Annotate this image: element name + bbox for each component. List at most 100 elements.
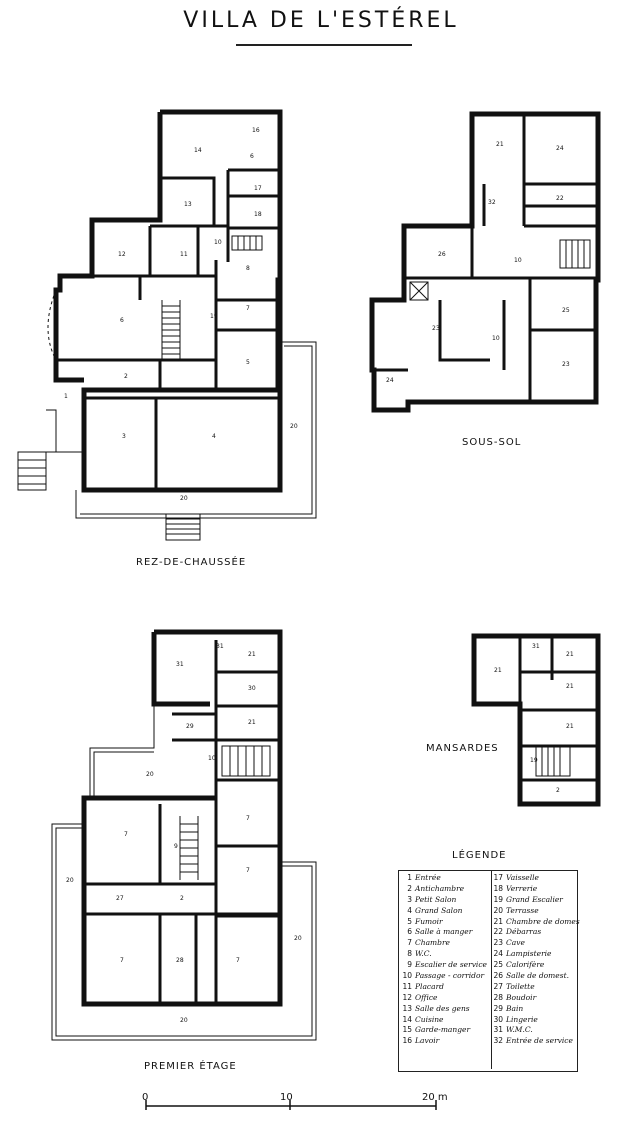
svg-text:7: 7: [236, 957, 240, 964]
svg-text:21: 21: [566, 723, 574, 730]
legend-item-label: Entrée: [415, 873, 441, 882]
legend-item-label: Petit Salon: [415, 894, 457, 904]
first-floor-label: PREMIER ÉTAGE: [144, 1061, 237, 1072]
svg-text:31: 31: [532, 643, 540, 650]
svg-text:8: 8: [246, 265, 250, 272]
svg-text:3: 3: [122, 433, 126, 440]
legend-item-number: 26: [493, 971, 503, 981]
svg-text:23: 23: [562, 361, 570, 368]
legend-item-number: 4: [407, 905, 412, 915]
legend-item-label: Terrasse: [506, 905, 539, 915]
legend-item-label: Cuisine: [415, 1014, 444, 1024]
legend-item-number: 1: [407, 873, 412, 882]
ground-floor-plan: [17, 109, 317, 541]
legend-item-number: 7: [407, 938, 412, 948]
svg-text:10: 10: [208, 755, 216, 762]
legend-item-number: 28: [493, 992, 503, 1002]
svg-text:11: 11: [180, 251, 188, 258]
legend-item-label: W.M.C.: [506, 1025, 533, 1035]
svg-text:21: 21: [494, 667, 502, 674]
svg-text:7: 7: [246, 867, 250, 874]
legend-item-number: 17: [493, 873, 503, 882]
svg-text:26: 26: [438, 251, 446, 258]
legend-item-number: 22: [493, 927, 503, 937]
legend-item-number: 20: [493, 905, 503, 915]
legend-item-label: Lavoir: [415, 1036, 440, 1046]
legend-item-label: Antichambre: [415, 883, 465, 893]
legend-item-label: Salle de domest.: [506, 971, 569, 981]
svg-text:21: 21: [566, 651, 574, 658]
svg-text:7: 7: [246, 815, 250, 822]
svg-text:30: 30: [248, 685, 256, 692]
legend-item-number: 14: [402, 1014, 412, 1024]
legend-item-label: Vaisselle: [506, 873, 539, 882]
svg-text:28: 28: [176, 957, 184, 964]
basement-label: SOUS-SOL: [462, 437, 522, 448]
svg-text:20: 20: [290, 423, 298, 430]
svg-text:24: 24: [556, 145, 564, 152]
svg-text:18: 18: [254, 211, 262, 218]
svg-text:2: 2: [556, 787, 560, 794]
svg-text:31: 31: [216, 643, 224, 650]
svg-text:20: 20: [180, 495, 188, 502]
scale-bar: [145, 1100, 437, 1110]
legend-item-number: 19: [493, 894, 503, 904]
svg-text:20: 20: [146, 771, 154, 778]
scale-tick-20: 20 m: [422, 1092, 448, 1103]
legend-item-number: 31: [493, 1025, 503, 1035]
legend-item-number: 12: [402, 992, 412, 1002]
legend-item-label: Grand Escalier: [506, 894, 563, 904]
svg-text:32: 32: [488, 199, 496, 206]
ground-floor-label: REZ-DE-CHAUSSÉE: [136, 557, 247, 568]
svg-text:20: 20: [294, 935, 302, 942]
legend-item-number: 32: [493, 1036, 503, 1046]
legend-item-label: Boudoir: [506, 992, 537, 1002]
legend-item-number: 8: [407, 949, 412, 959]
legend-item-label: Cave: [506, 938, 525, 948]
svg-text:7: 7: [120, 957, 124, 964]
scale-tick-10: 10: [280, 1092, 293, 1103]
svg-text:10: 10: [214, 239, 222, 246]
svg-text:21: 21: [566, 683, 574, 690]
legend-title: LÉGENDE: [452, 850, 507, 861]
svg-text:1: 1: [64, 393, 68, 400]
svg-text:16: 16: [252, 127, 260, 134]
svg-text:12: 12: [118, 251, 126, 258]
svg-text:21: 21: [248, 719, 256, 726]
legend-item-number: 2: [407, 883, 412, 893]
legend-item-label: Office: [415, 992, 438, 1002]
legend-item-number: 11: [402, 981, 412, 991]
legend-item-number: 10: [402, 971, 412, 981]
legend-item-number: 16: [402, 1036, 412, 1046]
legend-item-number: 15: [402, 1025, 412, 1035]
legend-item-label: Garde-manger: [415, 1025, 471, 1035]
legend-item-label: Placard: [415, 981, 444, 991]
legend-item-label: Chambre de domestique: [506, 916, 580, 926]
legend-item-label: Salle à manger: [415, 927, 473, 937]
legend-item-label: Bain: [506, 1003, 524, 1013]
svg-text:20: 20: [180, 1017, 188, 1024]
legend-item-label: Chambre: [415, 938, 450, 948]
svg-text:10: 10: [514, 257, 522, 264]
